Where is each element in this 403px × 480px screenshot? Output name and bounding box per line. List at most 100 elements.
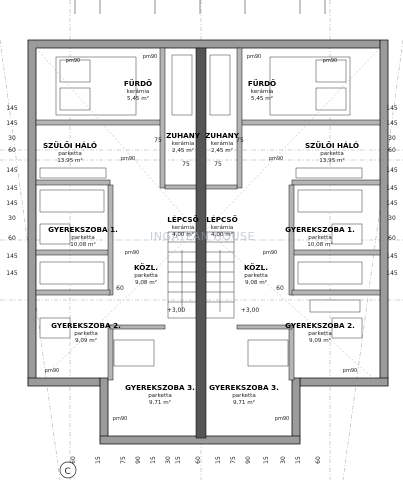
room-area-kozl-r: 9,08 m² [245, 279, 267, 286]
room-title-lepcso-l: LÉPCSŐ [167, 215, 198, 224]
room-floor-furdo-r: kerámia [251, 88, 274, 95]
dim-bottom-value: 15 [175, 456, 182, 464]
door-label: pm90 [121, 156, 135, 162]
room-floor-zuhany-r: kerámia [211, 140, 234, 147]
room-area-kozl-l: 9,08 m² [135, 279, 157, 286]
room-title-kozl-r: KÖZL. [244, 263, 268, 272]
door-label: pm90 [275, 416, 289, 422]
room-title-gyerek3-r: GYEREKSZOBA 3. [209, 383, 279, 392]
dim-bottom-value: 90 [135, 456, 142, 464]
room-title-furdo-l: FÜRDŐ [124, 79, 152, 88]
dim-bottom-value: 30 [280, 456, 287, 464]
dim-inner-value: 60 [116, 285, 124, 292]
dim-right-value: 60 [388, 235, 396, 242]
dim-right-value: 145 [386, 120, 398, 127]
room-floor-gyerek2-l: parketta [74, 331, 98, 337]
dim-inner-value: 75 [214, 161, 222, 168]
room-title-kozl-l: KÖZL. [134, 263, 158, 272]
dim-bottom-value: 60 [70, 456, 77, 464]
room-title-lepcso-r: LÉPCSŐ [206, 215, 237, 224]
dim-right-value: 30 [388, 215, 396, 222]
room-title-gyerek2-r: GYEREKSZOBA 2. [285, 321, 355, 330]
door-label: pm90 [45, 368, 59, 374]
dim-right-value: 145 [386, 167, 398, 174]
room-floor-gyerek3-l: parketta [148, 393, 172, 399]
room-area-szuloi-r: 13,95 m² [319, 157, 344, 164]
room-floor-gyerek2-r: parketta [308, 331, 332, 337]
dim-left-value: 145 [6, 185, 18, 192]
door-label: pm90 [143, 54, 157, 60]
room-area-gyerek3-l: 9,71 m² [149, 399, 171, 406]
room-area-zuhany-r: 2,45 m² [211, 147, 233, 154]
dim-left-value: 30 [8, 215, 16, 222]
room-area-zuhany-l: 2,45 m² [172, 147, 194, 154]
room-title-gyerek1-r: GYEREKSZOBA 1. [285, 225, 355, 234]
room-floor-gyerek3-r: parketta [232, 393, 256, 399]
dim-bottom-value: 30 [165, 456, 172, 464]
level-mark: +3,00 [241, 307, 260, 314]
door-label: pm90 [66, 58, 80, 64]
dim-bottom-value: 15 [295, 456, 302, 464]
dim-inner-value: 75 [236, 137, 244, 144]
room-area-gyerek3-r: 9,71 m² [233, 399, 255, 406]
door-label: pm90 [113, 416, 127, 422]
room-title-zuhany-r: ZUHANY [205, 131, 240, 140]
party-wall [195, 47, 207, 439]
room-floor-gyerek1-r: parketta [308, 235, 332, 241]
dim-bottom-value: 60 [195, 456, 202, 464]
dim-left-value: 145 [6, 167, 18, 174]
room-area-gyerek1-l: 10,08 m² [70, 241, 95, 248]
dim-right-value: 30 [388, 135, 396, 142]
room-floor-szuloi-l: parketta [58, 151, 82, 157]
door-label: pm90 [269, 156, 283, 162]
room-title-szuloi-r: SZÜLŐI HÁLÓ [305, 141, 359, 150]
dim-bottom-value: 15 [150, 456, 157, 464]
room-floor-kozl-r: parketta [244, 273, 268, 279]
dim-inner-value: 75 [182, 161, 190, 168]
grid-marker: C [59, 461, 77, 479]
room-floor-furdo-l: kerámia [127, 88, 150, 95]
door-label: pm90 [323, 58, 337, 64]
door-label: pm90 [343, 368, 357, 374]
dim-right-value: 145 [386, 270, 398, 277]
stairs [167, 231, 235, 319]
outer-walls [27, 39, 389, 445]
door-label: pm90 [247, 54, 261, 60]
room-floor-szuloi-r: parketta [320, 151, 344, 157]
room-title-gyerek3-l: GYEREKSZOBA 3. [125, 383, 195, 392]
dim-inner-value: 60 [276, 285, 284, 292]
room-floor-lepcso-r: kerámia [211, 224, 234, 231]
dim-left-value: 145 [6, 200, 18, 207]
dim-bottom-value: 15 [263, 456, 270, 464]
room-area-lepcso-r: 4,00 m² [211, 231, 233, 238]
dim-bottom-value: 60 [315, 456, 322, 464]
grid-marker-label: C [65, 467, 71, 477]
room-area-gyerek2-l: 9,09 m² [75, 337, 97, 344]
watermark: INGATLAN HOUSE [150, 230, 255, 243]
room-title-zuhany-l: ZUHANY [166, 131, 201, 140]
level-mark: +3,00 [167, 307, 186, 314]
room-title-gyerek1-l: GYEREKSZOBA 1. [48, 225, 118, 234]
dim-right-value: 145 [386, 185, 398, 192]
top-ticks [74, 0, 326, 14]
dim-left-value: 30 [8, 135, 16, 142]
door-labels: pm90 pm90 pm90 pm90 pm90 pm90 pm90 pm90 pm90 pm90… [45, 54, 357, 422]
dim-bottom-value: 75 [120, 456, 127, 464]
dim-bottom-value: 15 [215, 456, 222, 464]
level-marks: +3,00 +3,00 [167, 307, 260, 314]
inner-walls [35, 47, 381, 381]
dim-right-value: 60 [388, 147, 396, 154]
room-area-gyerek2-r: 9,09 m² [309, 337, 331, 344]
room-area-furdo-r: 5,45 m² [251, 95, 273, 102]
dim-left-value: 145 [6, 270, 18, 277]
room-floor-lepcso-l: kerámia [172, 224, 195, 231]
dim-right-value: 145 [386, 200, 398, 207]
dim-left-value: 145 [6, 105, 18, 112]
room-floor-gyerek1-l: parketta [71, 235, 95, 241]
